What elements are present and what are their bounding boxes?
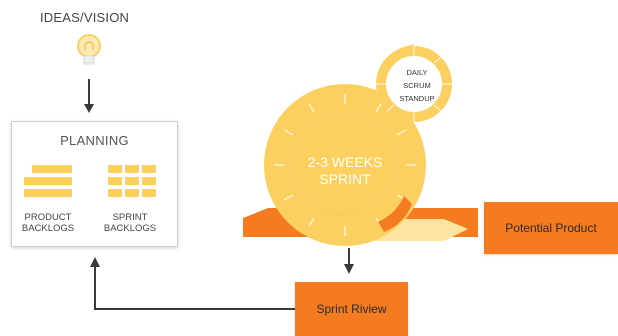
arrow-ideas-to-planning xyxy=(84,79,94,113)
arrow-sprint-to-review xyxy=(344,248,354,274)
product-backlog-icon xyxy=(24,165,72,197)
sprint-backlog-icon xyxy=(108,165,156,197)
standup-line: STANDUP xyxy=(399,94,435,103)
lightbulb-icon xyxy=(77,34,101,65)
ideas-vision-title: IDEAS/VISION xyxy=(40,10,130,25)
planning-box: PLANNING PRODUCT BACKLOGS SPRINT BACKLOG… xyxy=(11,121,178,247)
daily-scrum-ring xyxy=(376,44,452,122)
product-backlogs-label: PRODUCT BACKLOGS xyxy=(21,212,75,234)
sprint-review-label: Sprint Riview xyxy=(316,302,387,316)
planning-title: PLANNING xyxy=(60,133,129,148)
scrum-line: SCRUM xyxy=(403,81,431,90)
sprint-backlogs-label: SPRINT BACKLOGS xyxy=(103,212,157,234)
potential-product-label: Potential Product xyxy=(505,221,597,235)
backlog-icons xyxy=(24,165,156,197)
sprint-cycle-label: 2-3 WEEKS SPRINT xyxy=(307,154,383,187)
sprint-review-box: Sprint Riview xyxy=(295,282,408,336)
arrow-review-to-planning xyxy=(90,257,295,310)
sprint-cycle-ring xyxy=(264,84,426,246)
potential-product-box: Potential Product xyxy=(484,202,618,254)
daily-line: DAILY xyxy=(406,68,428,77)
daily-scrum-label: DAILY SCRUM STANDUP xyxy=(388,66,446,105)
